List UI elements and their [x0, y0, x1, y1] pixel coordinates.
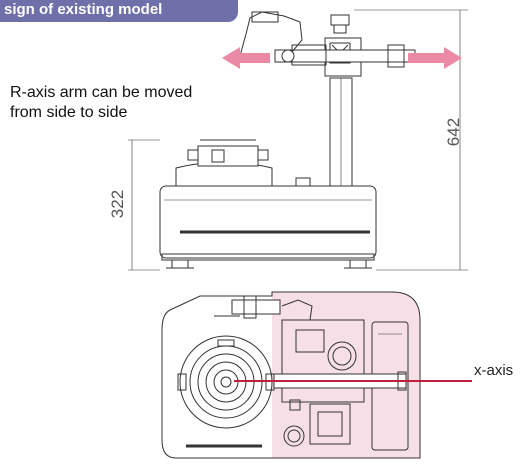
dimension-642: 642 — [444, 117, 464, 147]
front-view — [128, 9, 468, 271]
r-axis-caption-line2: from side to side — [10, 104, 128, 121]
right-arrow-icon — [408, 47, 462, 69]
dimension-322: 322 — [108, 189, 128, 219]
r-axis-caption-line1: R-axis arm can be moved — [10, 84, 193, 101]
x-axis-label: x-axis — [474, 362, 514, 379]
left-arrow-icon — [222, 47, 270, 69]
model-badge: sign of existing model — [0, 0, 238, 22]
r-axis-arrows — [222, 47, 462, 69]
r-axis-caption: R-axis arm can be moved from side to sid… — [10, 83, 280, 123]
top-view — [161, 291, 472, 459]
